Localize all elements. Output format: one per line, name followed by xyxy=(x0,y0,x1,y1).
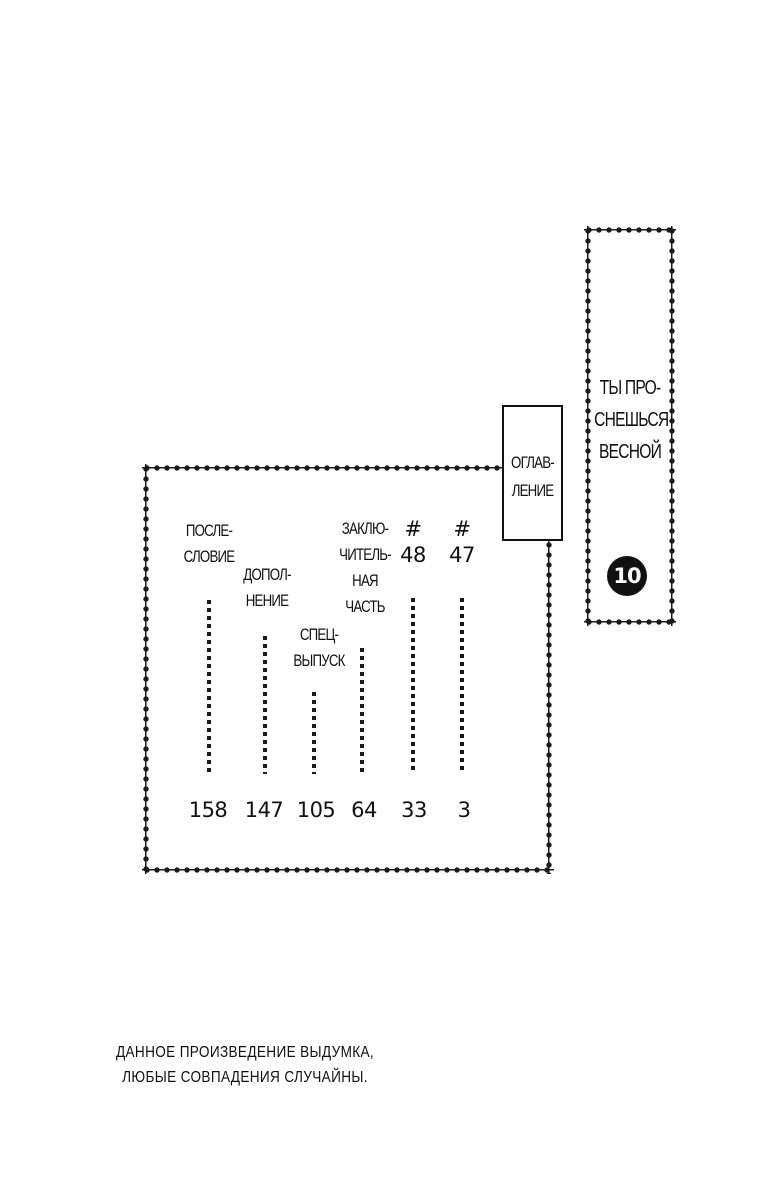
toc-leader-dots xyxy=(263,636,267,774)
toc-heading-box: ОГЛАВ- ЛЕНИЕ xyxy=(502,405,563,541)
series-title: ТЫ ПРО- СНЕШЬСЯ ВЕСНОЙ xyxy=(594,377,669,463)
title-frame-border-left xyxy=(584,226,592,626)
toc-entry-page: 64 xyxy=(351,798,377,822)
toc-entry-title: # 47 xyxy=(449,517,475,567)
toc-entry-title: ПОСЛЕ- СЛОВИЕ xyxy=(183,521,235,566)
toc-frame-border-left xyxy=(142,464,150,874)
toc-heading: ОГЛАВ- ЛЕНИЕ xyxy=(511,453,555,500)
toc-leader-dots xyxy=(207,600,211,774)
toc-entry-page: 33 xyxy=(401,798,427,822)
title-frame-border-right xyxy=(668,226,676,626)
toc-entry-page: 105 xyxy=(296,798,336,822)
toc-entry-page: 147 xyxy=(244,798,284,822)
toc-leader-dots xyxy=(360,648,364,774)
toc-frame-border-bottom xyxy=(142,866,554,874)
toc-leader-dots xyxy=(411,598,415,774)
toc-leader-dots xyxy=(460,598,464,774)
disclaimer-line-1: ДАННОЕ ПРОИЗВЕДЕНИЕ ВЫДУМКА, xyxy=(115,1044,375,1061)
toc-entry-title: СПЕЦ- ВЫПУСК xyxy=(293,625,345,670)
toc-entry-title: # 48 xyxy=(400,517,426,567)
disclaimer: ДАННОЕ ПРОИЗВЕДЕНИЕ ВЫДУМКА, ЛЮБЫЕ СОВПА… xyxy=(113,1040,377,1090)
toc-frame-border-top xyxy=(142,464,504,472)
volume-badge: 10 xyxy=(607,556,647,596)
title-frame-border-top xyxy=(584,226,676,234)
disclaimer-line-2: ЛЮБЫЕ СОВПАДЕНИЯ СЛУЧАЙНЫ. xyxy=(122,1069,368,1086)
toc-frame-border-right xyxy=(545,540,553,874)
toc-entry-title: ЗАКЛЮ- ЧИТЕЛЬ- НАЯ ЧАСТЬ xyxy=(339,519,391,616)
title-frame-border-bottom xyxy=(584,618,676,626)
toc-entry-title: ДОПОЛ- НЕНИЕ xyxy=(243,565,291,610)
toc-entry-page: 158 xyxy=(188,798,228,822)
toc-leader-dots xyxy=(312,692,316,774)
toc-entry-page: 3 xyxy=(457,798,471,822)
